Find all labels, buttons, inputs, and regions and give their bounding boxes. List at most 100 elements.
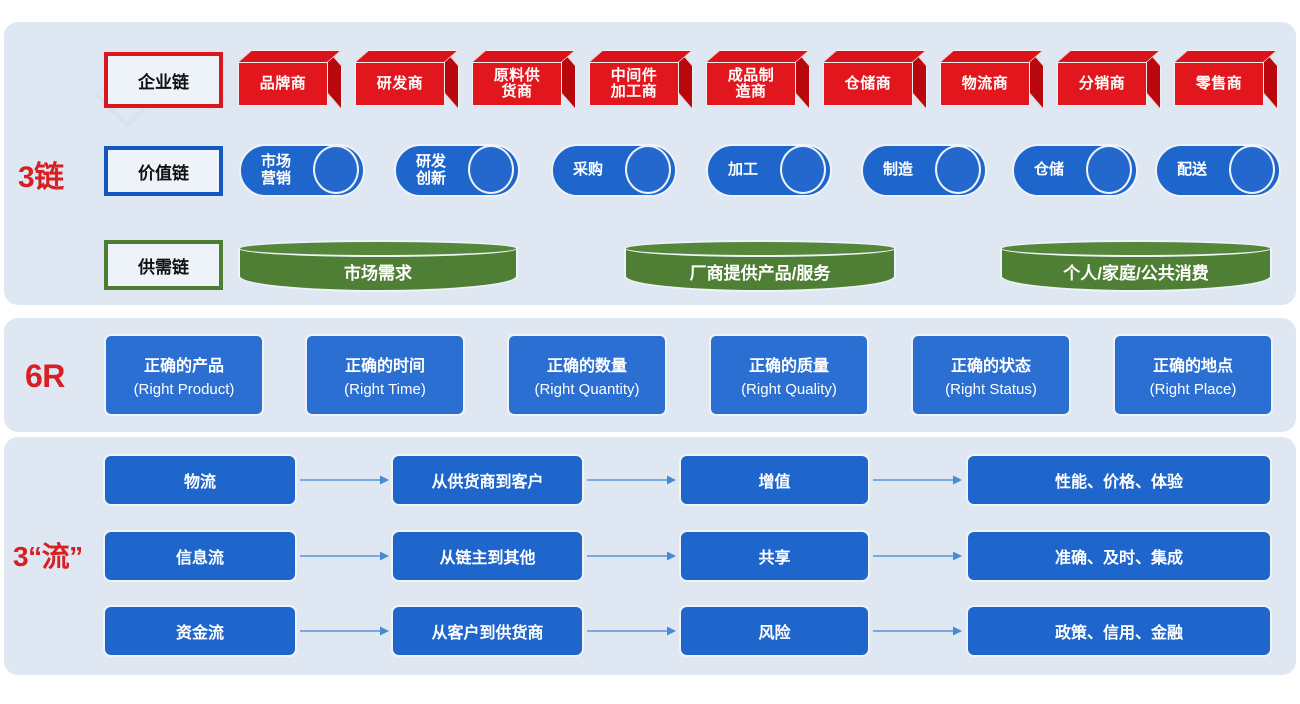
r-card-right-time[interactable]: 正确的时间 (Right Time) — [305, 334, 465, 416]
box-top-face — [472, 50, 576, 62]
cylinder-label: 配送 — [1176, 161, 1207, 179]
section-label-three-flows: 3“流” — [13, 541, 83, 572]
cylinder-label: 制造 — [882, 161, 913, 179]
supply-node-vendor-supply[interactable]: 厂商提供产品/服务 — [624, 240, 896, 292]
flow-direction-information[interactable]: 从链主到其他 — [391, 530, 584, 582]
flow-arrow-3-3 — [873, 625, 963, 637]
box-front-face: 分销商 — [1057, 62, 1147, 106]
flow-direction-logistics[interactable]: 从供货商到客户 — [391, 454, 584, 506]
r-card-right-product[interactable]: 正确的产品 (Right Product) — [104, 334, 264, 416]
r-card-subtitle: (Right Place) — [1149, 381, 1237, 398]
r-card-subtitle: (Right Product) — [133, 381, 235, 398]
flow-outcome-logistics[interactable]: 性能、价格、体验 — [966, 454, 1272, 506]
cylinder-label: 个人/家庭/公共消费 — [1063, 263, 1209, 283]
enterprise-node-intermediate[interactable]: 中间件 加工商 — [589, 50, 693, 111]
box-front-face: 品牌商 — [238, 62, 328, 106]
box-front-face: 原料供 货商 — [472, 62, 562, 106]
enterprise-node-logistics[interactable]: 物流商 — [940, 50, 1044, 111]
cylinder-cap — [625, 145, 671, 194]
r-card-title: 正确的质量 — [748, 358, 829, 375]
enterprise-node-brand[interactable]: 品牌商 — [238, 50, 342, 111]
enterprise-node-distribution[interactable]: 分销商 — [1057, 50, 1161, 111]
flow-arrow-2-1 — [300, 550, 390, 562]
box-front-face: 中间件 加工商 — [589, 62, 679, 106]
r-card-title: 正确的地点 — [1152, 358, 1233, 375]
flow-box-label: 从链主到其他 — [439, 550, 536, 567]
flow-effect-capital[interactable]: 风险 — [679, 605, 870, 657]
flow-name-capital[interactable]: 资金流 — [103, 605, 297, 657]
flow-box-label: 准确、及时、集成 — [1054, 550, 1183, 567]
cylinder-cap — [935, 145, 981, 194]
flow-direction-capital[interactable]: 从客户到供货商 — [391, 605, 584, 657]
cylinder-label: 采购 — [572, 161, 603, 179]
flow-outcome-capital[interactable]: 政策、信用、金融 — [966, 605, 1272, 657]
cylinder-label: 仓储 — [1033, 161, 1064, 179]
r-card-right-status[interactable]: 正确的状态 (Right Status) — [911, 334, 1071, 416]
chain-tag-value: 价值链 — [104, 146, 223, 196]
flow-arrow-2-2 — [587, 550, 677, 562]
cylinder-label: 厂商提供产品/服务 — [689, 263, 831, 283]
value-node-procurement[interactable]: 采购 — [551, 144, 677, 197]
cylinder-cap — [313, 145, 359, 194]
box-top-face — [823, 50, 927, 62]
value-node-processing[interactable]: 加工 — [706, 144, 832, 197]
flow-arrow-1-2 — [587, 474, 677, 486]
flow-arrow-1-1 — [300, 474, 390, 486]
cylinder-cap — [780, 145, 826, 194]
box-front-face: 成品制 造商 — [706, 62, 796, 106]
flow-arrow-2-3 — [873, 550, 963, 562]
enterprise-node-finished-goods[interactable]: 成品制 造商 — [706, 50, 810, 111]
box-top-face — [355, 50, 459, 62]
flow-arrow-3-2 — [587, 625, 677, 637]
r-card-subtitle: (Right Status) — [945, 381, 1037, 398]
flow-name-logistics[interactable]: 物流 — [103, 454, 297, 506]
r-card-subtitle: (Right Time) — [344, 381, 426, 398]
value-node-storage[interactable]: 仓储 — [1012, 144, 1138, 197]
box-top-face — [706, 50, 810, 62]
chain-tag-supply-demand: 供需链 — [104, 240, 223, 290]
cylinder-label: 研发 创新 — [415, 153, 446, 187]
supply-node-consumption[interactable]: 个人/家庭/公共消费 — [1000, 240, 1272, 292]
r-card-right-quantity[interactable]: 正确的数量 (Right Quantity) — [507, 334, 667, 416]
value-node-delivery[interactable]: 配送 — [1155, 144, 1281, 197]
flow-arrow-3-1 — [300, 625, 390, 637]
cylinder-label: 市场 营销 — [260, 153, 291, 187]
flow-outcome-information[interactable]: 准确、及时、集成 — [966, 530, 1272, 582]
box-top-face — [589, 50, 693, 62]
enterprise-node-warehousing[interactable]: 仓储商 — [823, 50, 927, 111]
cylinder-label: 市场需求 — [344, 263, 412, 283]
r-card-right-place[interactable]: 正确的地点 (Right Place) — [1113, 334, 1273, 416]
value-node-manufacturing[interactable]: 制造 — [861, 144, 987, 197]
box-top-face — [1057, 50, 1161, 62]
flow-effect-information[interactable]: 共享 — [679, 530, 870, 582]
flow-box-label: 共享 — [758, 550, 791, 567]
flow-name-information[interactable]: 信息流 — [103, 530, 297, 582]
supply-node-market-demand[interactable]: 市场需求 — [238, 240, 518, 292]
value-node-marketing[interactable]: 市场 营销 — [239, 144, 365, 197]
flow-box-label: 信息流 — [175, 550, 224, 567]
box-top-face — [940, 50, 1044, 62]
flow-box-label: 资金流 — [175, 625, 224, 642]
enterprise-node-retail[interactable]: 零售商 — [1174, 50, 1278, 111]
section-label-three-chains: 3链 — [18, 161, 64, 194]
r-card-title: 正确的数量 — [546, 358, 627, 375]
box-top-face — [238, 50, 342, 62]
r-card-title: 正确的状态 — [950, 358, 1031, 375]
box-top-face — [1174, 50, 1278, 62]
flow-box-label: 风险 — [758, 625, 791, 642]
enterprise-node-rnd[interactable]: 研发商 — [355, 50, 459, 111]
enterprise-node-raw-material[interactable]: 原料供 货商 — [472, 50, 576, 111]
cylinder-cap — [1086, 145, 1132, 194]
value-node-innovation[interactable]: 研发 创新 — [394, 144, 520, 197]
flow-box-label: 从客户到供货商 — [431, 625, 544, 642]
box-front-face: 零售商 — [1174, 62, 1264, 106]
cylinder-label: 加工 — [727, 161, 758, 179]
flow-box-label: 政策、信用、金融 — [1054, 625, 1183, 642]
box-front-face: 物流商 — [940, 62, 1030, 106]
r-card-right-quality[interactable]: 正确的质量 (Right Quality) — [709, 334, 869, 416]
section-label-six-r: 6R — [25, 358, 65, 394]
flow-box-label: 物流 — [183, 474, 216, 491]
flow-effect-logistics[interactable]: 增值 — [679, 454, 870, 506]
cylinder-top — [238, 240, 518, 257]
